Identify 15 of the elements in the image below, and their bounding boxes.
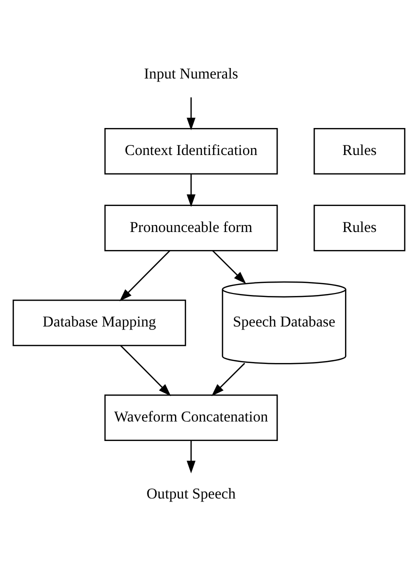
arrow xyxy=(120,344,171,396)
node-text: Input Numerals xyxy=(144,66,238,82)
arrow xyxy=(186,440,196,473)
node-box: Pronounceable form xyxy=(104,204,278,251)
node-box: Context Identification xyxy=(104,128,278,174)
arrow xyxy=(120,250,170,301)
node-box: Database Mapping xyxy=(12,299,186,346)
arrow xyxy=(212,362,246,396)
node-text: Output Speech xyxy=(146,486,236,502)
arrow xyxy=(186,96,196,130)
node-box: Rules xyxy=(314,128,406,174)
node-box: Rules xyxy=(314,204,406,251)
arrow xyxy=(186,174,196,206)
arrow xyxy=(212,250,246,284)
node-box: Waveform Concatenation xyxy=(104,394,278,440)
